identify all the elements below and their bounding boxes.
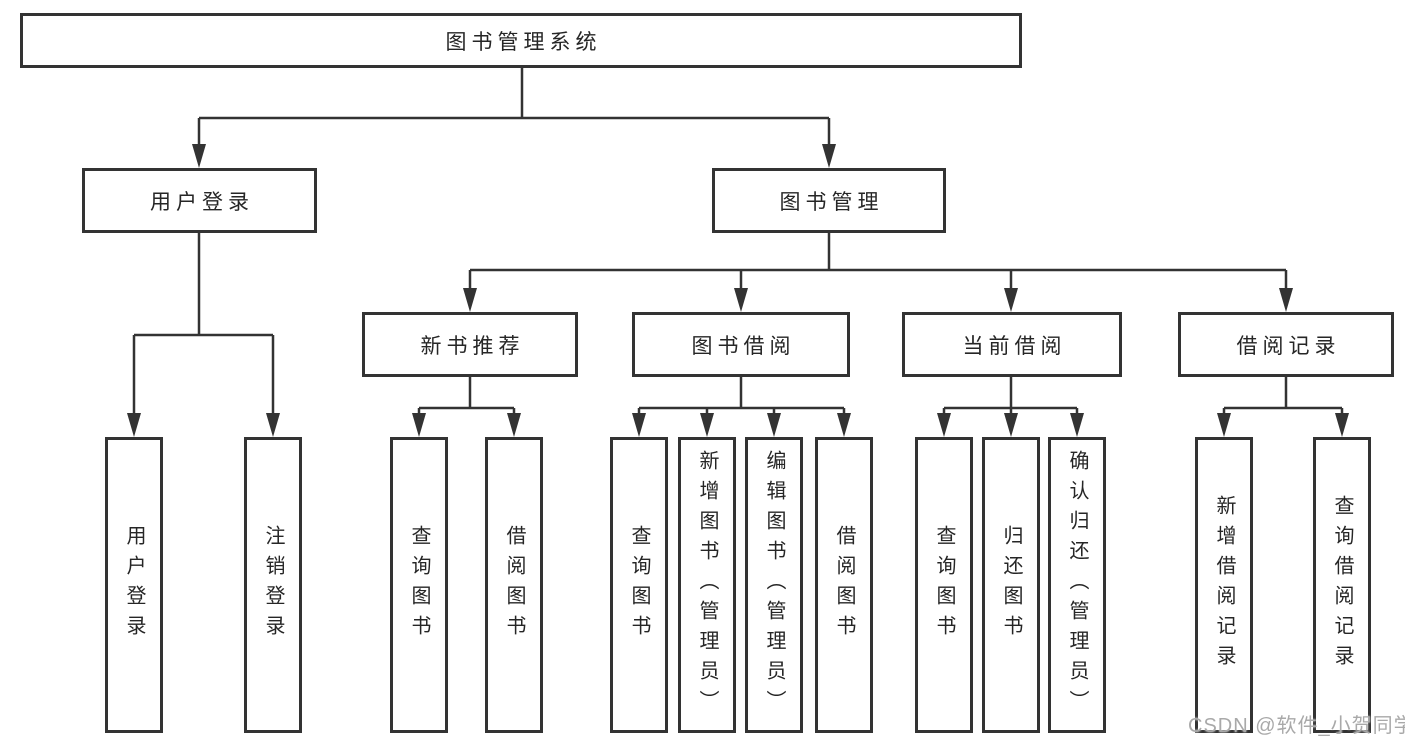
branch-user-login: 用户登录 <box>82 168 317 233</box>
section-label: 图书借阅 <box>691 334 796 358</box>
leaf-label: 注销登录 <box>262 525 284 645</box>
node-root: 图书管理系统 <box>20 13 1022 68</box>
section-current-borrow: 当前借阅 <box>902 312 1122 377</box>
leaf-user-login: 用户登录 <box>105 437 163 733</box>
branch-book-management: 图书管理 <box>712 168 946 233</box>
leaf-label: 借阅图书 <box>503 525 525 645</box>
leaf-add-book-admin: 新增图书（管理员） <box>678 437 736 733</box>
leaf-label: 查询图书 <box>628 525 650 645</box>
section-label: 当前借阅 <box>962 334 1067 358</box>
leaf-return-book: 归还图书 <box>982 437 1040 733</box>
leaf-add-borrow-record: 新增借阅记录 <box>1195 437 1253 733</box>
branch-book-management-label: 图书管理 <box>779 190 884 214</box>
leaf-label: 查询图书 <box>933 525 955 645</box>
leaf-label: 借阅图书 <box>833 525 855 645</box>
leaf-label: 新增图书（管理员） <box>696 450 718 720</box>
leaf-query-books-recommend: 查询图书 <box>390 437 448 733</box>
leaf-query-borrow-record: 查询借阅记录 <box>1313 437 1371 733</box>
leaf-label: 新增借阅记录 <box>1213 495 1235 675</box>
leaf-label: 查询借阅记录 <box>1331 495 1353 675</box>
leaf-query-books-current: 查询图书 <box>915 437 973 733</box>
section-label: 借阅记录 <box>1236 334 1341 358</box>
leaf-edit-book-admin: 编辑图书（管理员） <box>745 437 803 733</box>
section-label: 新书推荐 <box>420 334 525 358</box>
section-new-book-recommend: 新书推荐 <box>362 312 578 377</box>
leaf-label: 归还图书 <box>1000 525 1022 645</box>
leaf-borrow-book: 借阅图书 <box>815 437 873 733</box>
leaf-label: 用户登录 <box>123 525 145 645</box>
leaf-borrow-books-recommend: 借阅图书 <box>485 437 543 733</box>
leaf-label: 确认归还（管理员） <box>1066 450 1088 720</box>
section-borrow-records: 借阅记录 <box>1178 312 1394 377</box>
leaf-label: 查询图书 <box>408 525 430 645</box>
section-book-borrow: 图书借阅 <box>632 312 850 377</box>
node-root-label: 图书管理系统 <box>445 30 602 54</box>
leaf-label: 编辑图书（管理员） <box>763 450 785 720</box>
leaf-confirm-return-admin: 确认归还（管理员） <box>1048 437 1106 733</box>
csdn-watermark: CSDN @软件_小贺同学 <box>1188 715 1405 737</box>
branch-user-login-label: 用户登录 <box>150 190 254 214</box>
leaf-logout: 注销登录 <box>244 437 302 733</box>
leaf-query-books-borrow: 查询图书 <box>610 437 668 733</box>
